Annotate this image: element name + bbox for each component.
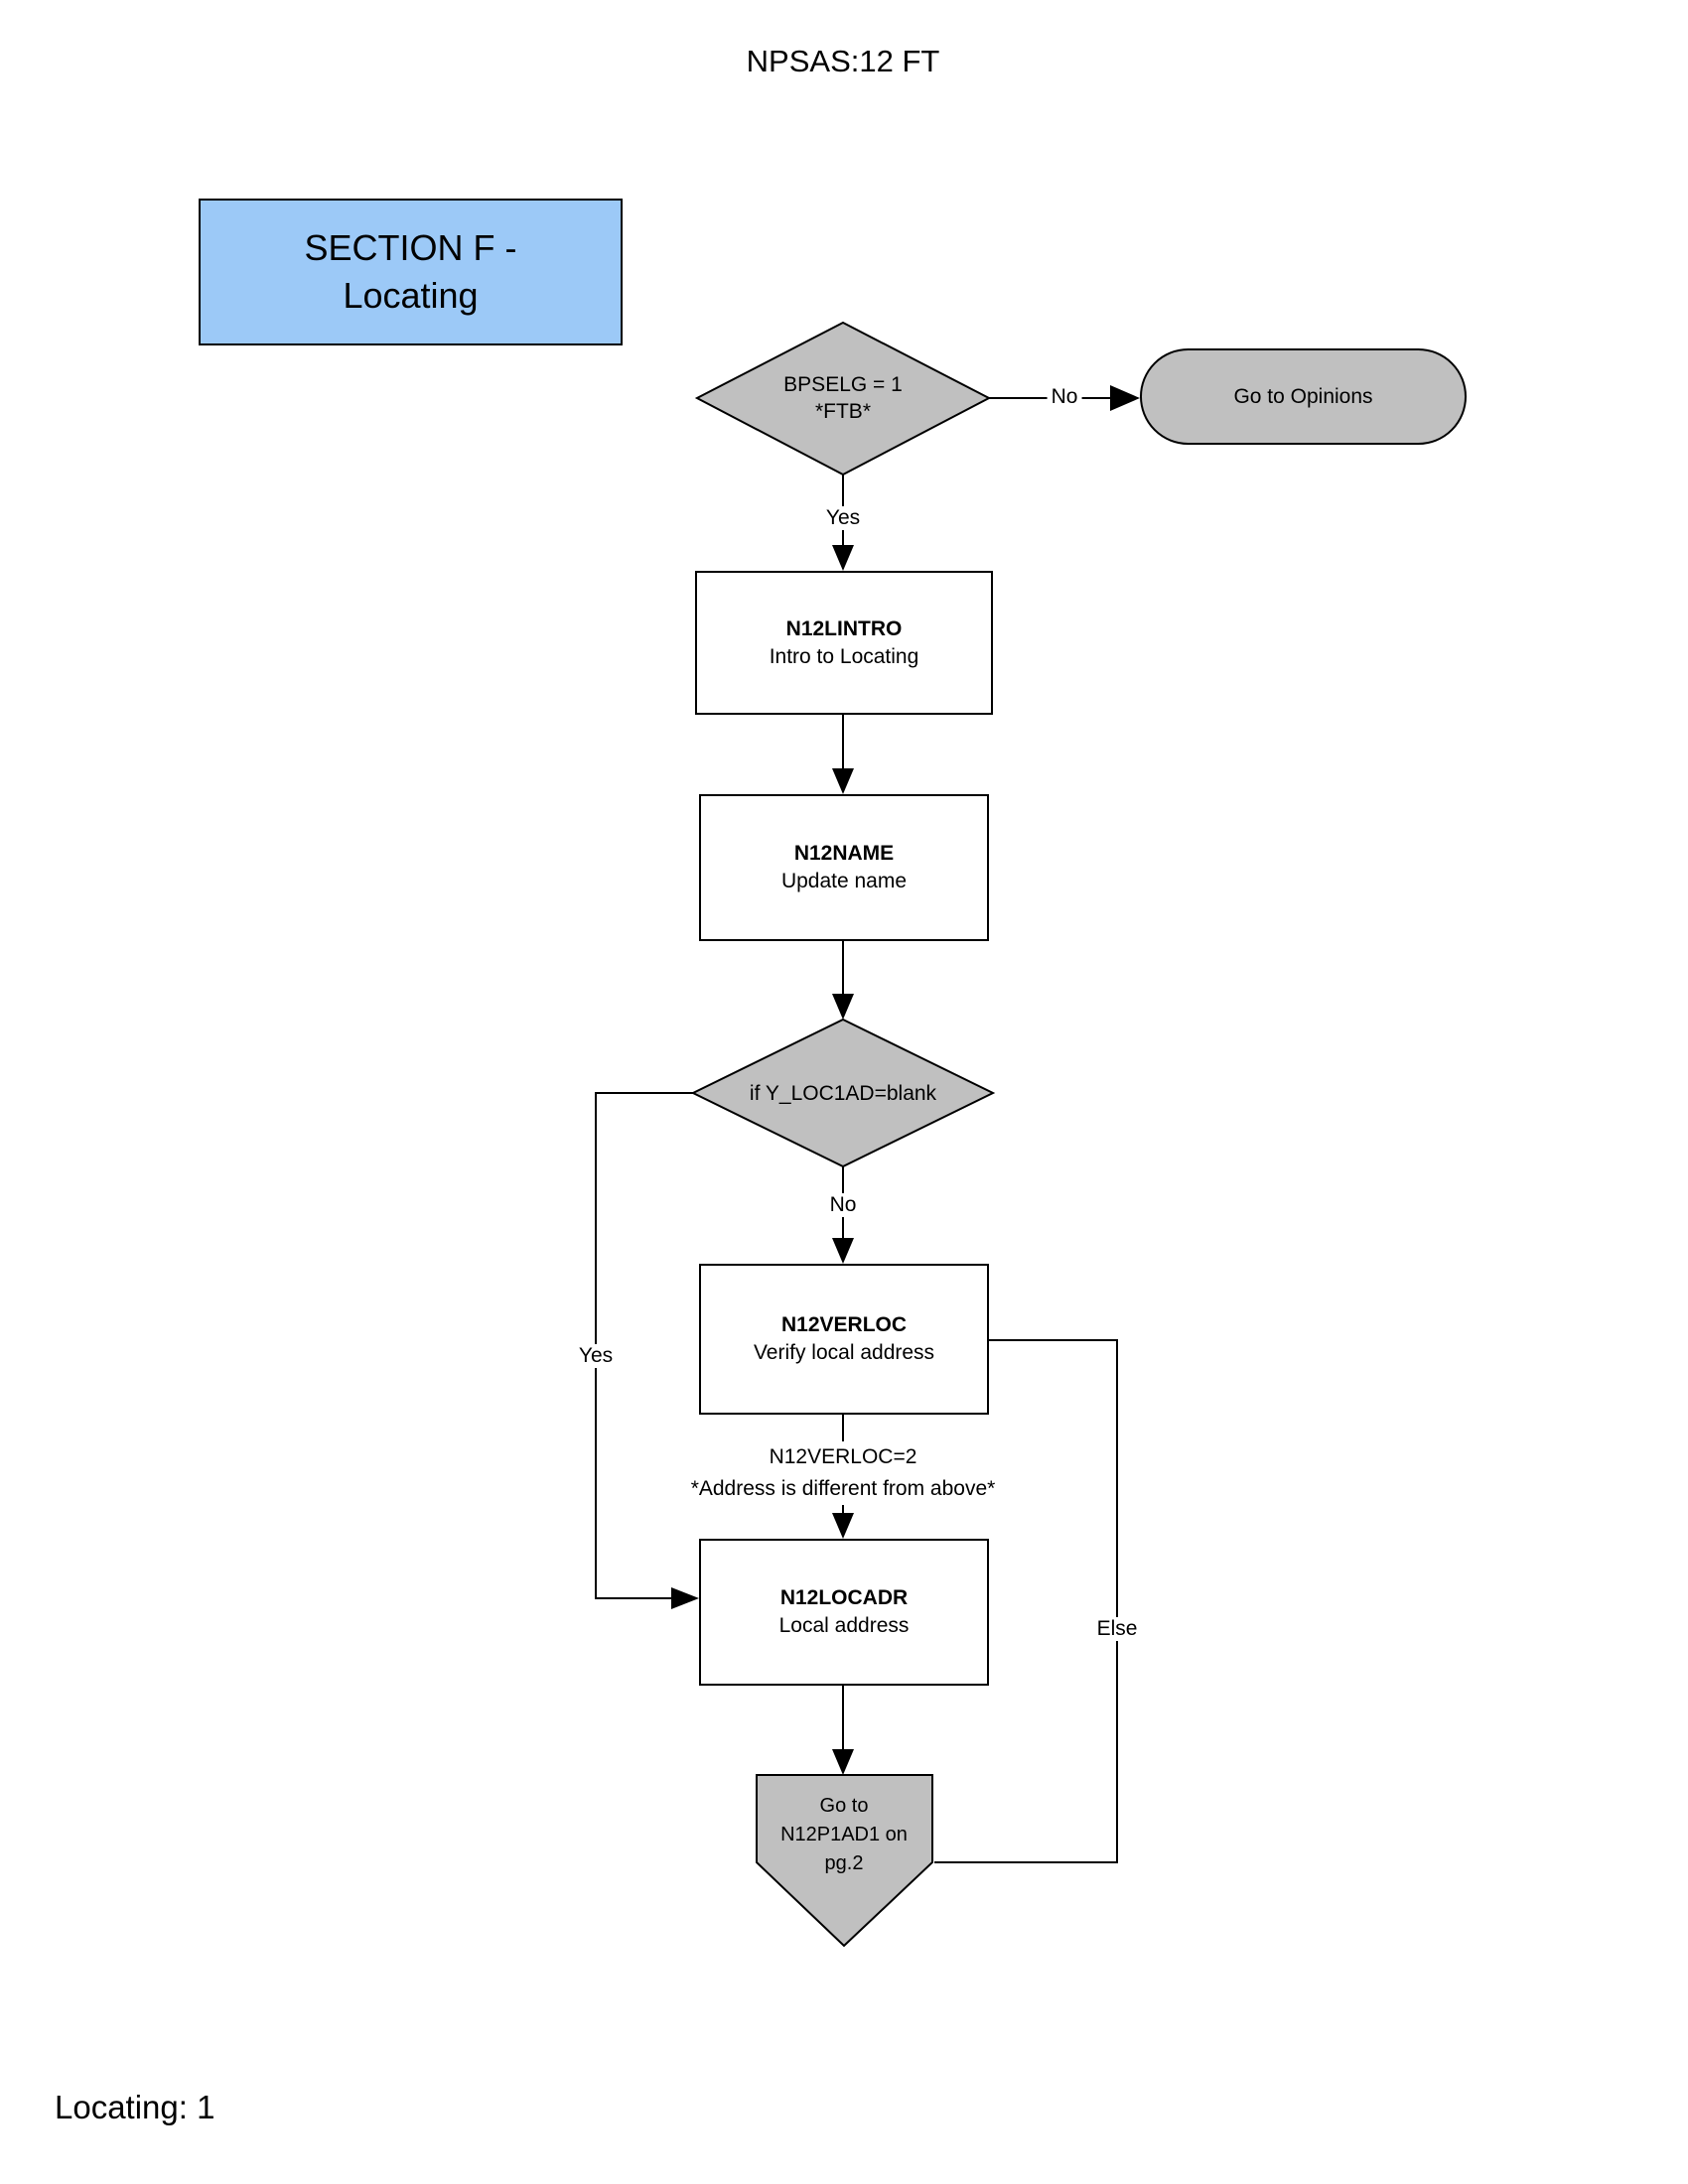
verloc-condition-line1: N12VERLOC=2 (769, 1445, 917, 1468)
offpage-connector-label: Go to N12P1AD1 on pg.2 (747, 1791, 941, 1878)
process-n12lintro-desc: Intro to Locating (769, 644, 919, 668)
verloc-condition-line2: *Address is different from above* (690, 1477, 996, 1500)
arrowhead-into-n12name (832, 768, 854, 794)
terminator-go-to-opinions-label: Go to Opinions (1233, 384, 1373, 408)
process-n12lintro-name: N12LINTRO (785, 616, 903, 640)
process-n12name-desc: Update name (780, 870, 908, 892)
arrowhead-into-decision-yloc1ad (832, 994, 854, 1020)
arrowhead-into-n12locadr-left (671, 1587, 699, 1609)
arrowhead-into-n12lintro (832, 545, 854, 571)
process-n12verloc: N12VERLOC Verify local address (699, 1264, 989, 1415)
section-header-line2: Locating (343, 275, 479, 316)
edge-label-yloc1ad-no: No (825, 1193, 861, 1217)
arrowhead-into-n12verloc (832, 1238, 854, 1264)
decision-yloc1ad-label: if Y_LOC1AD=blank (749, 1081, 937, 1105)
decision-bpselg-line2: *FTB* (814, 400, 871, 423)
process-n12locadr-name: N12LOCADR (779, 1586, 909, 1609)
section-header-box: SECTION F - Locating (199, 199, 623, 345)
process-n12lintro: N12LINTRO Intro to Locating (695, 571, 993, 715)
terminator-go-to-opinions: Go to Opinions (1140, 348, 1467, 445)
edge-label-verloc-else: Else (1092, 1617, 1142, 1641)
process-n12locadr-desc: Local address (778, 1614, 910, 1637)
arrowhead-into-offpage (832, 1749, 854, 1775)
edge-label-yloc1ad-yes: Yes (574, 1344, 618, 1368)
edge-label-bpselg-no: No (1047, 385, 1082, 409)
section-header-line1: SECTION F - (304, 227, 517, 268)
offpage-connector-line3: pg.2 (824, 1851, 864, 1874)
process-n12locadr: N12LOCADR Local address (699, 1539, 989, 1686)
arrowhead-into-n12locadr-top (832, 1513, 854, 1539)
connector-verloc-else (934, 1339, 1118, 1863)
process-n12name: N12NAME Update name (699, 794, 989, 941)
edge-label-bpselg-yes: Yes (821, 506, 865, 530)
process-n12verloc-desc: Verify local address (753, 1341, 935, 1364)
arrowhead-into-opinions (1110, 385, 1140, 411)
decision-bpselg-label: BPSELG = 1 *FTB* (697, 338, 989, 459)
offpage-connector-shape (756, 1774, 933, 1948)
page-footer: Locating: 1 (55, 2089, 215, 2125)
offpage-connector-line2: N12P1AD1 on (780, 1823, 908, 1845)
edge-label-verloc-condition: N12VERLOC=2 *Address is different from a… (644, 1441, 1042, 1505)
process-n12verloc-name: N12VERLOC (780, 1313, 908, 1336)
offpage-connector-line1: Go to (819, 1794, 869, 1817)
page-title: NPSAS:12 FT (746, 44, 940, 78)
decision-bpselg-line1: BPSELG = 1 (783, 373, 903, 396)
process-n12name-name: N12NAME (793, 842, 895, 865)
